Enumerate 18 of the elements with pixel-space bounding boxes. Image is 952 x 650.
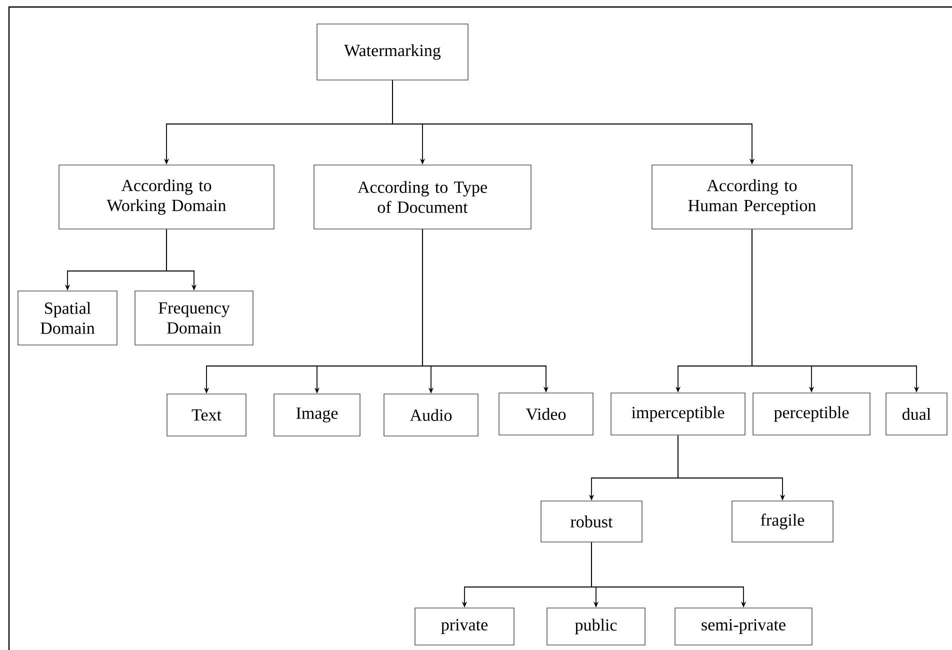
category-box: public <box>546 608 646 646</box>
category-box: According to Working Domain <box>58 164 274 230</box>
category-box: robust <box>540 500 642 542</box>
category-box: According to Type of Document <box>314 164 532 230</box>
category-box: semi-private <box>674 608 812 646</box>
category-box: Video <box>498 392 594 436</box>
category-box: Watermarking <box>316 24 468 80</box>
category-box: imperceptible <box>610 392 746 436</box>
category-box: According to Human Perception <box>652 164 852 230</box>
category-box: Image <box>274 394 360 436</box>
category-box: Text <box>166 394 246 436</box>
category-box: Audio <box>384 394 478 436</box>
category-box: fragile <box>732 500 834 542</box>
category-box: Spatial Domain <box>18 290 118 346</box>
category-box: perceptible <box>752 392 870 436</box>
category-box: dual <box>886 392 948 436</box>
category-box: Frequency Domain <box>134 290 254 346</box>
category-box: private <box>414 608 514 646</box>
